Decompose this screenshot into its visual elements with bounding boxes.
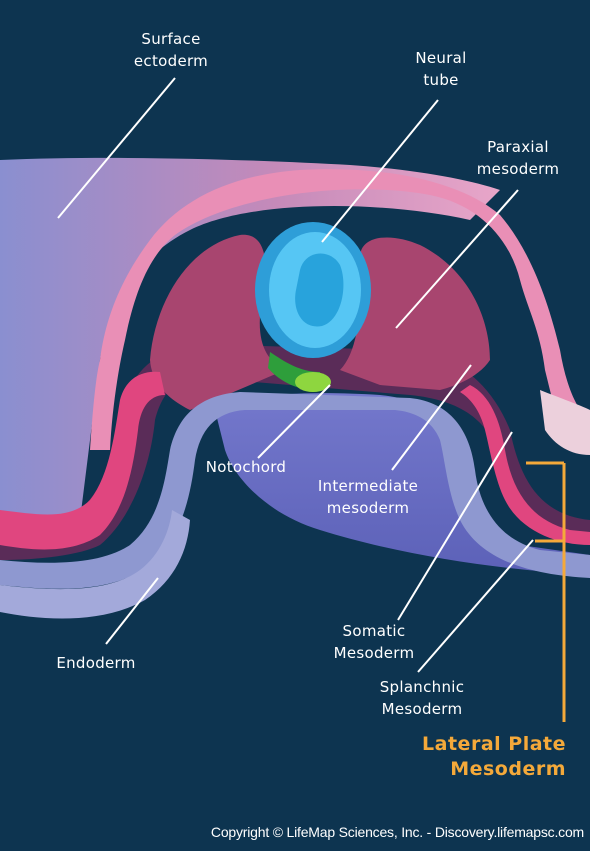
neural-tube-lumen bbox=[295, 253, 344, 327]
label-endoderm: Endoderm bbox=[56, 654, 136, 672]
notochord-shape bbox=[295, 372, 331, 392]
label-intermediate-mesoderm: Intermediate mesoderm bbox=[317, 477, 419, 517]
somatic-layer-right bbox=[460, 385, 590, 545]
paraxial-mesoderm-right bbox=[340, 237, 490, 390]
label-paraxial-mesoderm: Paraxial mesoderm bbox=[476, 138, 560, 178]
label-notochord: Notochord bbox=[205, 458, 287, 476]
copyright-notice: Copyright © LifeMap Sciences, Inc. - Dis… bbox=[210, 824, 584, 840]
surface-ectoderm-sheet bbox=[0, 157, 500, 520]
endoderm-lower-left bbox=[0, 510, 190, 619]
lateral-plate-bracket bbox=[526, 461, 566, 722]
paraxial-mesoderm-left bbox=[150, 234, 285, 410]
label-lateral-plate-mesoderm: Lateral Plate Mesoderm bbox=[422, 733, 566, 780]
pointer-lines bbox=[57, 77, 534, 673]
label-somatic-mesoderm: Somatic Mesoderm bbox=[333, 622, 415, 662]
somatic-layer-left bbox=[0, 371, 165, 550]
endoderm-band bbox=[0, 392, 590, 589]
label-splanchnic-mesoderm: Splanchnic Mesoderm bbox=[379, 678, 465, 718]
label-neural-tube: Neural tube bbox=[415, 49, 467, 89]
label-surface-ectoderm: Surface ectoderm bbox=[133, 30, 209, 70]
yolk-sac bbox=[215, 393, 590, 575]
ectoderm-right-end bbox=[540, 390, 590, 455]
